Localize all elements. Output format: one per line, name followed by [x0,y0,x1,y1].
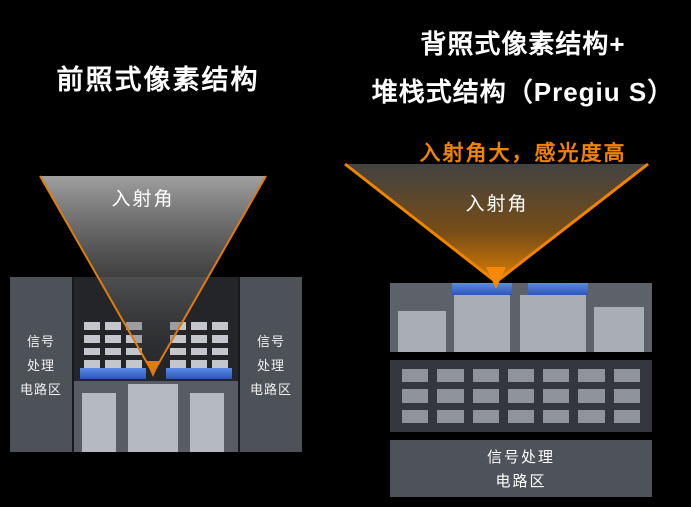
wiring-cell [507,369,535,383]
signal-circuit-panel-right: 信号 处理 电路区 [238,277,302,452]
metal-wiring-stack [84,322,142,368]
right-title-line1: 背照式像素结构+ [420,29,626,59]
wiring-cell [126,360,142,368]
wiring-cell [170,334,186,343]
wiring-cell [472,409,499,423]
wiring-cell [472,389,499,403]
wiring-cell [578,409,605,423]
wiring-cell [191,334,207,343]
wiring-cell [212,334,228,343]
right-cone-edge [500,162,649,280]
wiring-cell [212,360,228,368]
wiring-cell [191,360,207,368]
wiring-cell [191,347,207,356]
wiring-cell [105,334,121,343]
circuit-label-line: 信号 [26,334,55,349]
wiring-cell [84,347,100,356]
signal-circuit-layer: 信号处理 电路区 [390,440,652,497]
pixel-area [74,277,238,452]
pixel-block [594,307,644,352]
wiring-cell [402,389,429,403]
pixel-layer [390,283,652,352]
photodiode-strip [528,283,588,295]
wiring-cell [402,409,429,423]
wiring-cell [437,389,464,403]
wiring-cell [84,322,100,330]
wiring-cell [170,322,186,330]
wiring-cell [613,389,640,403]
right-light-cone [345,164,648,284]
wiring-cell [126,334,142,343]
circuit-label-line: 电路区 [249,382,292,397]
photodiode-strip [166,368,232,379]
wiring-cell [543,369,570,383]
right-title-line2: 堆栈式结构（Pregiu S） [371,77,675,107]
wiring-cell [507,389,535,403]
pixel-block [520,295,586,352]
wiring-cell [105,360,121,368]
wiring-cell [578,369,605,383]
wiring-cell [126,347,142,356]
wiring-cell [578,389,605,403]
incident-angle-label-left: 入射角 [111,189,175,210]
circuit-label-line: 处理 [256,358,285,373]
wiring-cell [613,409,640,423]
wiring-cell [84,360,100,368]
pixel-block [454,295,510,352]
wiring-cell [543,389,570,403]
photodiode-block [82,393,116,452]
silicon-substrate [74,381,238,452]
wiring-cell [170,347,186,356]
left-diagram-title: 前照式像素结构 [56,65,260,95]
circuit-label-line: 电路区 [495,473,547,490]
wiring-cell [543,409,570,423]
wiring-layer [390,360,652,432]
wiring-cell [126,322,142,330]
photodiode-strip [452,283,512,295]
pixel-block [398,311,446,352]
wiring-cell [402,369,429,383]
front-illuminated-sensor-diagram: 信号 处理 电路区 信号 处理 电路区 [10,277,302,452]
wiring-cell [507,409,535,423]
wiring-cell [105,322,121,330]
wiring-cell [170,360,186,368]
wiring-cell [437,409,464,423]
back-illuminated-stacked-sensor-diagram: 信号处理 电路区 [390,283,652,497]
wiring-cell [613,369,640,383]
wiring-cell [212,347,228,356]
photodiode-block [128,384,178,452]
circuit-label-line: 信号处理 [486,449,555,466]
circuit-label-line: 电路区 [19,382,62,397]
circuit-label-line: 处理 [26,358,55,373]
incident-angle-label-right: 入射角 [465,194,529,215]
metal-wiring-stack [170,322,228,368]
photodiode-block [190,393,224,452]
wiring-cell [437,369,464,383]
wiring-cell [212,322,228,330]
circuit-label-line: 信号 [256,334,285,349]
sensitivity-highlight-label: 入射角大，感光度高 [419,142,627,165]
wiring-cell [84,334,100,343]
photodiode-strip [80,368,146,379]
right-diagram-title: 背照式像素结构+ 堆栈式结构（Pregiu S） [358,20,688,116]
wiring-cell [191,322,207,330]
wiring-cell [472,369,499,383]
wiring-cell [105,347,121,356]
right-cone-edge [344,162,492,280]
signal-circuit-panel-left: 信号 处理 电路区 [10,277,74,452]
